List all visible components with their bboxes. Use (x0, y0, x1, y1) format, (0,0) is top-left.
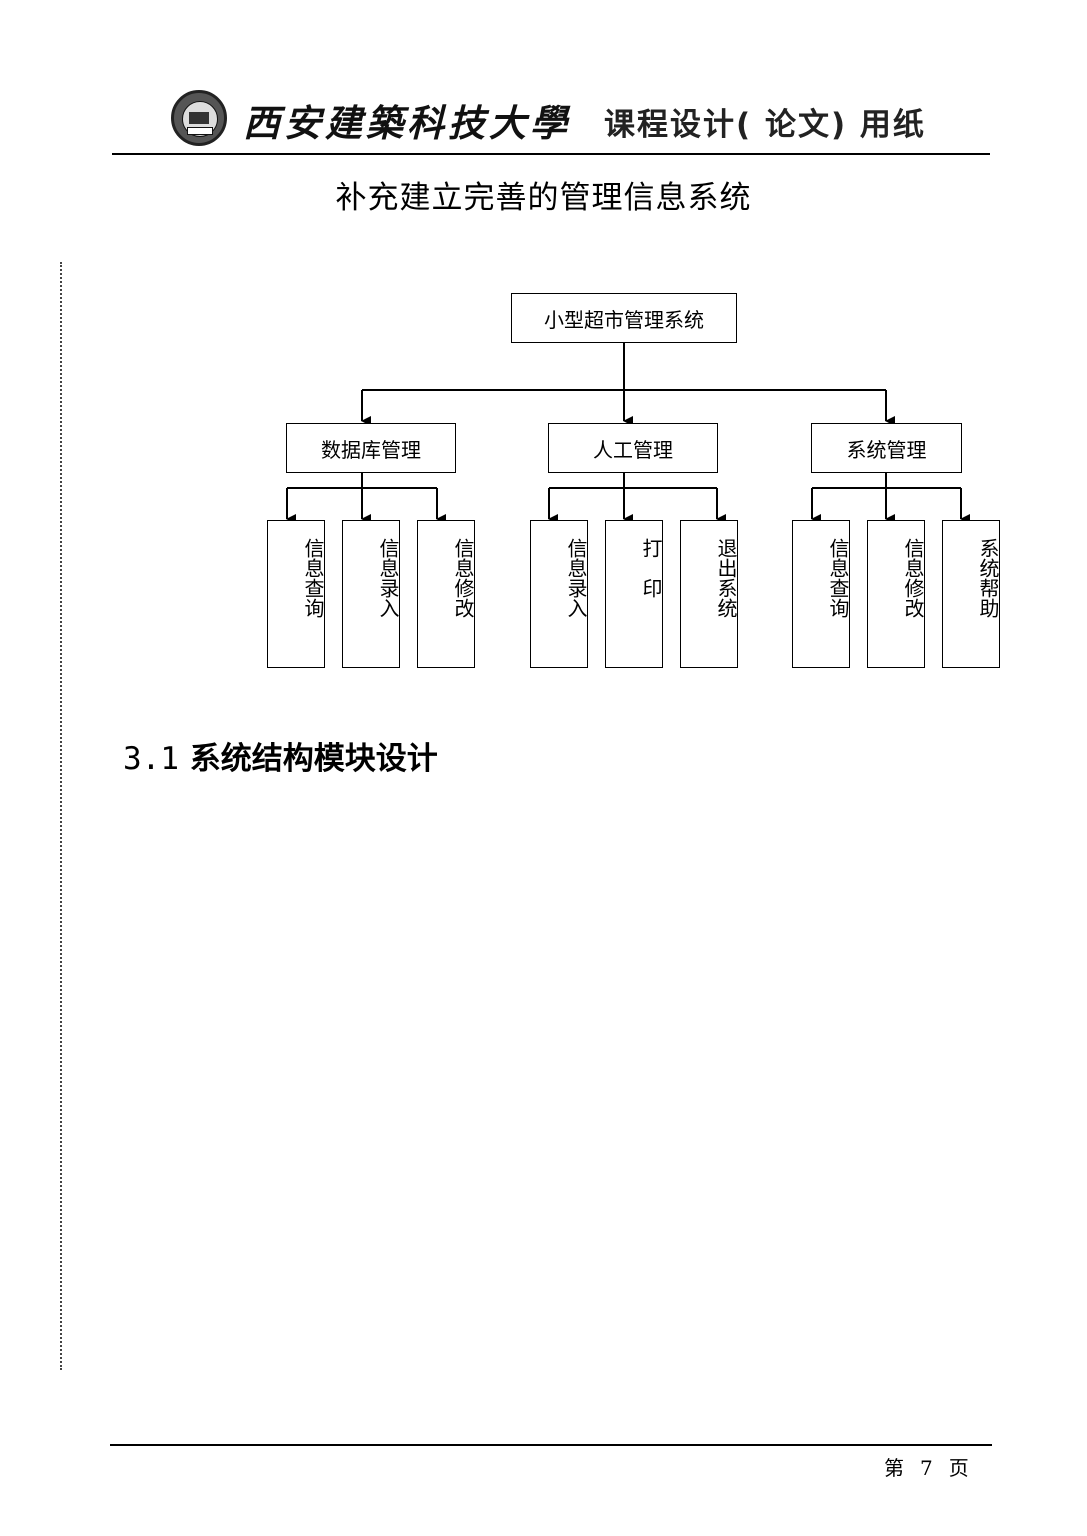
logo-building-icon (189, 112, 209, 124)
structure-diagram-connectors (286, 342, 970, 524)
university-name: 西安建築科技大學 (243, 101, 571, 145)
diagram-leaf-node: 信息查询 (792, 520, 850, 668)
page-number-prefix: 第 (884, 1456, 904, 1480)
header-rule (112, 153, 990, 155)
diagram-leaf-node: 信息修改 (417, 520, 475, 668)
section-number: 3.1 (123, 741, 179, 777)
university-logo (171, 90, 227, 146)
diagram-group-node-system: 系统管理 (811, 423, 962, 473)
page-title: 补充建立完善的管理信息系统 (335, 180, 752, 216)
footer-rule (110, 1444, 992, 1446)
section-title: 系统结构模块设计 (189, 741, 438, 777)
header-title: 课程设计( 论文) 用纸 (604, 107, 926, 143)
diagram-group-node-manual: 人工管理 (548, 423, 718, 473)
diagram-leaf-node: 信息查询 (267, 520, 325, 668)
diagram-leaf-node: 信息修改 (867, 520, 925, 668)
logo-year-band (187, 127, 213, 135)
page-number-value: 7 (920, 1456, 933, 1480)
section-heading: 3.1 系统结构模块设计 (123, 733, 438, 778)
diagram-group-node-database: 数据库管理 (286, 423, 456, 473)
diagram-root-node: 小型超市管理系统 (511, 293, 737, 343)
diagram-leaf-node: 退出系统 (680, 520, 738, 668)
diagram-leaf-node: 系统帮助 (942, 520, 1000, 668)
page-number-suffix: 页 (948, 1456, 969, 1480)
diagram-leaf-node: 信息录入 (530, 520, 588, 668)
diagram-leaf-node: 打 印 (605, 520, 663, 668)
diagram-leaf-node: 信息录入 (342, 520, 400, 668)
binding-line (60, 262, 62, 1370)
